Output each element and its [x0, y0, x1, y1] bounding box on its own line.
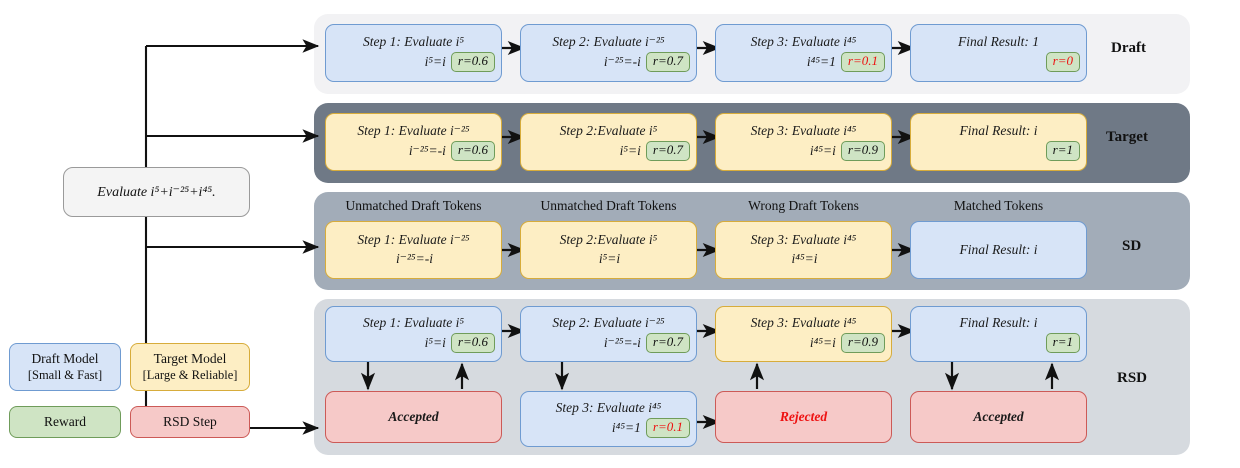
- rsd-retry-step-3[interactable]: Step 3: Evaluate i⁴⁵ i⁴⁵=1 r=0.1: [520, 391, 697, 447]
- draft-step-3[interactable]: Step 3: Evaluate i⁴⁵ i⁴⁵=1 r=0.1: [715, 24, 892, 82]
- step-title: Step 2: Evaluate i⁻²⁵: [552, 33, 665, 49]
- draft-step-2[interactable]: Step 2: Evaluate i⁻²⁵ i⁻²⁵=-i r=0.7: [520, 24, 697, 82]
- step-title: Final Result: i: [959, 122, 1038, 138]
- row-label-draft: Draft: [1111, 40, 1146, 56]
- step-result: i⁴⁵=i: [809, 143, 836, 158]
- step-result: i⁴⁵=1: [611, 420, 641, 435]
- legend-sublabel: [Small & Fast]: [27, 367, 103, 382]
- sd-caption-4: Matched Tokens: [953, 198, 1044, 213]
- target-final[interactable]: Final Result: i r=1: [910, 113, 1087, 171]
- target-step-1[interactable]: Step 1: Evaluate i⁻²⁵ i⁻²⁵=-i r=0.6: [325, 113, 502, 171]
- sd-step-1[interactable]: Step 1: Evaluate i⁻²⁵ i⁻²⁵=-i: [325, 221, 502, 279]
- step-title: Step 2: Evaluate i⁻²⁵: [552, 314, 665, 330]
- sd-step-3[interactable]: Step 3: Evaluate i⁴⁵ i⁴⁵=i: [715, 221, 892, 279]
- legend-rsd-step: RSD Step: [130, 406, 250, 438]
- step-result: i⁵=i: [424, 335, 446, 350]
- step-title: Step 1: Evaluate i⁵: [362, 33, 465, 49]
- step-title: Final Result: i: [959, 314, 1038, 330]
- reward-chip: r=0.1: [840, 52, 885, 73]
- step-result: i⁻²⁵=-i: [408, 143, 446, 158]
- verdict-label: Accepted: [973, 408, 1024, 424]
- reward-chip: r=0.7: [645, 141, 690, 162]
- sd-caption-3: Wrong Draft Tokens: [748, 198, 859, 213]
- rsd-verdict-3[interactable]: Accepted: [910, 391, 1087, 443]
- reward-chip: r=0.9: [840, 333, 885, 354]
- sd-caption-1: Unmatched Draft Tokens: [345, 198, 482, 213]
- step-title: Step 3: Evaluate i⁴⁵: [750, 122, 857, 138]
- row-label-sd: SD: [1122, 238, 1142, 254]
- rsd-verdict-2[interactable]: Rejected: [715, 391, 892, 443]
- step-result: i⁻²⁵=-i: [603, 54, 641, 69]
- reward-chip: r=0.9: [840, 141, 885, 162]
- step-title: Step 1: Evaluate i⁻²⁵: [357, 232, 470, 248]
- step-title: Step 3: Evaluate i⁴⁵: [750, 33, 857, 49]
- rsd-final[interactable]: Final Result: i r=1: [910, 306, 1087, 362]
- step-result: i⁵=i: [619, 143, 641, 158]
- row-label-target: Target: [1106, 129, 1148, 145]
- sd-final[interactable]: Final Result: i: [910, 221, 1087, 279]
- step-title: Step 1: Evaluate i⁻²⁵: [357, 122, 470, 138]
- step-title: Step 3: Evaluate i⁴⁵: [750, 232, 857, 248]
- legend-label: Target Model: [153, 351, 227, 367]
- rsd-step-1[interactable]: Step 1: Evaluate i⁵ i⁵=i r=0.6: [325, 306, 502, 362]
- legend-sublabel: [Large & Reliable]: [142, 367, 238, 382]
- prompt-box: Evaluate i⁵+i⁻²⁵+i⁴⁵.: [63, 167, 250, 217]
- reward-chip: r=0.1: [645, 418, 690, 439]
- reward-chip: r=0.6: [450, 52, 495, 73]
- step-result: i⁻²⁵=-i: [603, 335, 641, 350]
- reward-chip: r=0.7: [645, 52, 690, 73]
- verdict-label: Accepted: [388, 408, 439, 424]
- step-result: i⁻²⁵=-i: [396, 251, 433, 266]
- step-result: i⁵=i: [598, 251, 621, 266]
- verdict-label: Rejected: [779, 408, 828, 424]
- row-label-rsd: RSD: [1117, 370, 1148, 386]
- reward-chip: r=0.6: [450, 333, 495, 354]
- legend-label: Reward: [44, 413, 86, 429]
- rsd-step-3[interactable]: Step 3: Evaluate i⁴⁵ i⁴⁵=i r=0.9: [715, 306, 892, 362]
- step-title: Step 1: Evaluate i⁵: [362, 314, 465, 330]
- legend-draft-model: Draft Model [Small & Fast]: [9, 343, 121, 391]
- step-title: Step 2:Evaluate i⁵: [559, 232, 658, 248]
- rsd-step-2[interactable]: Step 2: Evaluate i⁻²⁵ i⁻²⁵=-i r=0.7: [520, 306, 697, 362]
- step-title: Step 3: Evaluate i⁴⁵: [750, 314, 857, 330]
- step-title: Final Result: i: [959, 241, 1038, 257]
- sd-caption-2: Unmatched Draft Tokens: [540, 198, 677, 213]
- draft-step-1[interactable]: Step 1: Evaluate i⁵ i⁵=i r=0.6: [325, 24, 502, 82]
- sd-step-2[interactable]: Step 2:Evaluate i⁵ i⁵=i: [520, 221, 697, 279]
- reward-chip: r=0.6: [450, 141, 495, 162]
- target-step-2[interactable]: Step 2:Evaluate i⁵ i⁵=i r=0.7: [520, 113, 697, 171]
- prompt-text: Evaluate i⁵+i⁻²⁵+i⁴⁵.: [97, 184, 216, 200]
- rsd-verdict-1[interactable]: Accepted: [325, 391, 502, 443]
- legend-label: Draft Model: [31, 351, 99, 367]
- draft-final[interactable]: Final Result: 1 r=0: [910, 24, 1087, 82]
- step-title: Final Result: 1: [958, 33, 1039, 49]
- legend-label: RSD Step: [163, 413, 217, 429]
- step-title: Step 3: Evaluate i⁴⁵: [555, 399, 662, 415]
- step-result: i⁴⁵=i: [809, 335, 836, 350]
- legend-reward: Reward: [9, 406, 121, 438]
- step-result: i⁴⁵=i: [791, 251, 818, 266]
- legend-target-model: Target Model [Large & Reliable]: [130, 343, 250, 391]
- reward-chip: r=1: [1045, 141, 1080, 162]
- reward-chip: r=1: [1045, 333, 1080, 354]
- reward-chip: r=0.7: [645, 333, 690, 354]
- step-result: i⁵=i: [424, 54, 446, 69]
- step-title: Step 2:Evaluate i⁵: [559, 122, 658, 138]
- step-result: i⁴⁵=1: [806, 54, 836, 69]
- reward-chip: r=0: [1045, 52, 1080, 73]
- target-step-3[interactable]: Step 3: Evaluate i⁴⁵ i⁴⁵=i r=0.9: [715, 113, 892, 171]
